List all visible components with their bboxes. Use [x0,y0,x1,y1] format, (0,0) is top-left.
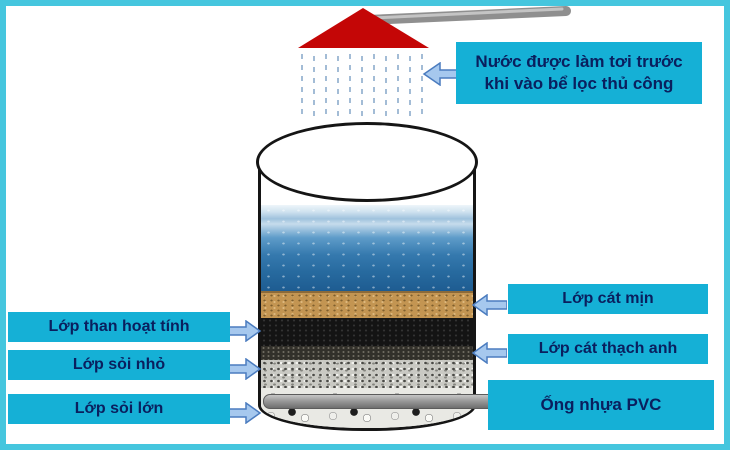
filter-tank [258,158,476,431]
top-assembly [298,6,571,120]
spray-cone-icon [298,8,429,48]
tank-opening [256,122,478,202]
arrow-right-icon [226,320,262,342]
label-pvc-pipe: Ống nhựa PVC [488,380,714,430]
rain-drops [301,54,423,120]
label-fine-sand: Lớp cát mịn [508,284,708,314]
water-layer [261,205,473,291]
arrow-left-icon [471,294,507,316]
arrow-right-icon [226,402,262,424]
inlet-pipe-highlight [370,7,564,20]
label-activated-carbon: Lớp than hoạt tính [8,312,230,342]
activated-carbon-layer [261,318,473,346]
arrow-right-icon [226,358,262,380]
label-large-gravel: Lớp sỏi lớn [8,394,230,424]
small-gravel-layer [261,360,473,388]
quartz-sand-layer [261,346,473,360]
label-small-gravel: Lớp sỏi nhỏ [8,350,230,380]
arrow-left-icon [471,342,507,364]
label-quartz-sand: Lớp cát thạch anh [508,334,708,364]
inlet-pipe [363,6,571,25]
fine-sand-layer [261,291,473,320]
label-inlet-note: Nước được làm tơi trước khi vào bể lọc t… [456,42,702,104]
